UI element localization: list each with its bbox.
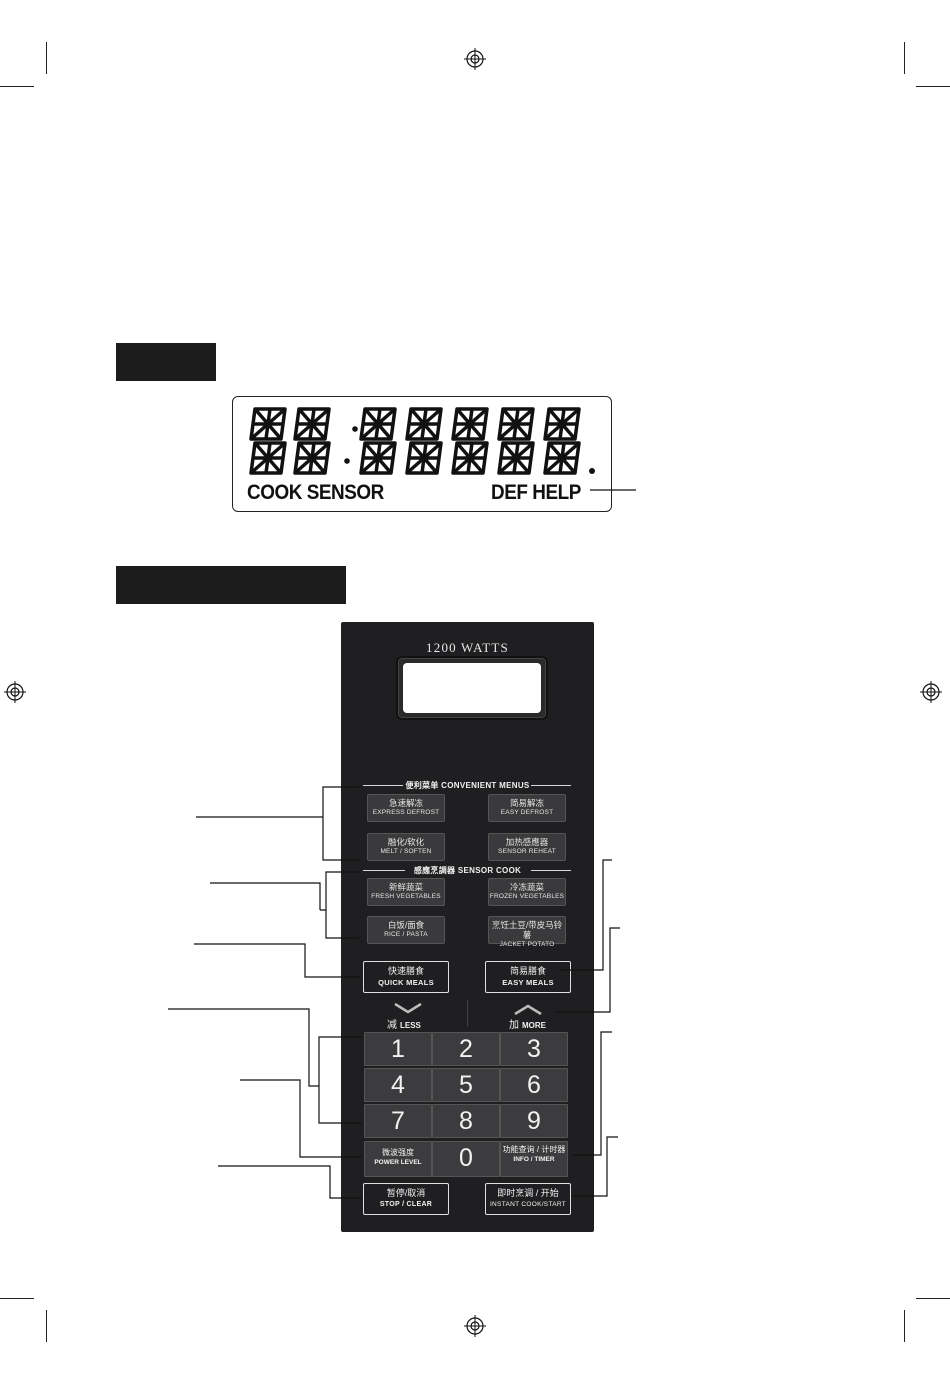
lcd-segment-digit (451, 441, 489, 475)
registration-mark-icon (464, 48, 486, 70)
display-section-header-bar (116, 343, 216, 381)
lcd-segment-digit (497, 407, 535, 441)
crop-mark-tl-v (46, 42, 47, 74)
number-key-5[interactable]: 5 (432, 1068, 500, 1102)
control-panel-section-header-bar (116, 566, 346, 604)
wattage-label: 1200 WATTS (426, 640, 509, 655)
lcd-display: COOK SENSOR DEF HELP (232, 396, 612, 512)
chevron-up-icon[interactable] (513, 1004, 543, 1016)
lcd-cook-sensor-label: COOK SENSOR (247, 481, 384, 504)
segment-digits-icon (249, 407, 595, 475)
lcd-segment-digit (543, 441, 581, 475)
lcd-segment-digit (359, 441, 397, 475)
number-key-7[interactable]: 7 (364, 1104, 432, 1138)
lcd-segment-digit (543, 407, 581, 441)
chevron-down-icon[interactable] (393, 1002, 423, 1014)
number-key-8[interactable]: 8 (432, 1104, 500, 1138)
crop-mark-br-h (916, 1298, 950, 1299)
registration-mark-icon (920, 681, 942, 703)
crop-mark-tr-h (916, 86, 950, 87)
registration-mark-icon (464, 1315, 486, 1337)
lcd-segment-digit (497, 441, 535, 475)
lcd-segment-digit (249, 441, 287, 475)
convenient-menus-heading: 便利菜单 CONVENIENT MENUS (405, 781, 530, 790)
lcd-segment-digit (293, 407, 331, 441)
number-key-9[interactable]: 9 (500, 1104, 568, 1138)
crop-mark-tr-v (904, 42, 905, 74)
lcd-segment-digit (249, 407, 287, 441)
crop-mark-tl-h (0, 86, 34, 87)
number-key-1[interactable]: 1 (364, 1032, 432, 1066)
crop-mark-bl-h (0, 1298, 34, 1299)
registration-mark-icon (4, 681, 26, 703)
lcd-segment-digit (405, 407, 443, 441)
crop-mark-br-v (904, 1310, 905, 1342)
number-key-2[interactable]: 2 (432, 1032, 500, 1066)
crop-mark-bl-v (46, 1310, 47, 1342)
lcd-segment-digit (293, 441, 331, 475)
sensor-cook-heading: 感應烹調器 SENSOR COOK (413, 866, 522, 875)
lcd-segment-digit (359, 407, 397, 441)
lcd-def-help-label: DEF HELP (491, 481, 581, 504)
lcd-segment-digit (451, 407, 489, 441)
number-key-4[interactable]: 4 (364, 1068, 432, 1102)
lcd-segment-digit (405, 441, 443, 475)
number-key-3[interactable]: 3 (500, 1032, 568, 1066)
display-window (396, 656, 548, 720)
number-key-0[interactable]: 0 (432, 1141, 500, 1177)
number-key-6[interactable]: 6 (500, 1068, 568, 1102)
